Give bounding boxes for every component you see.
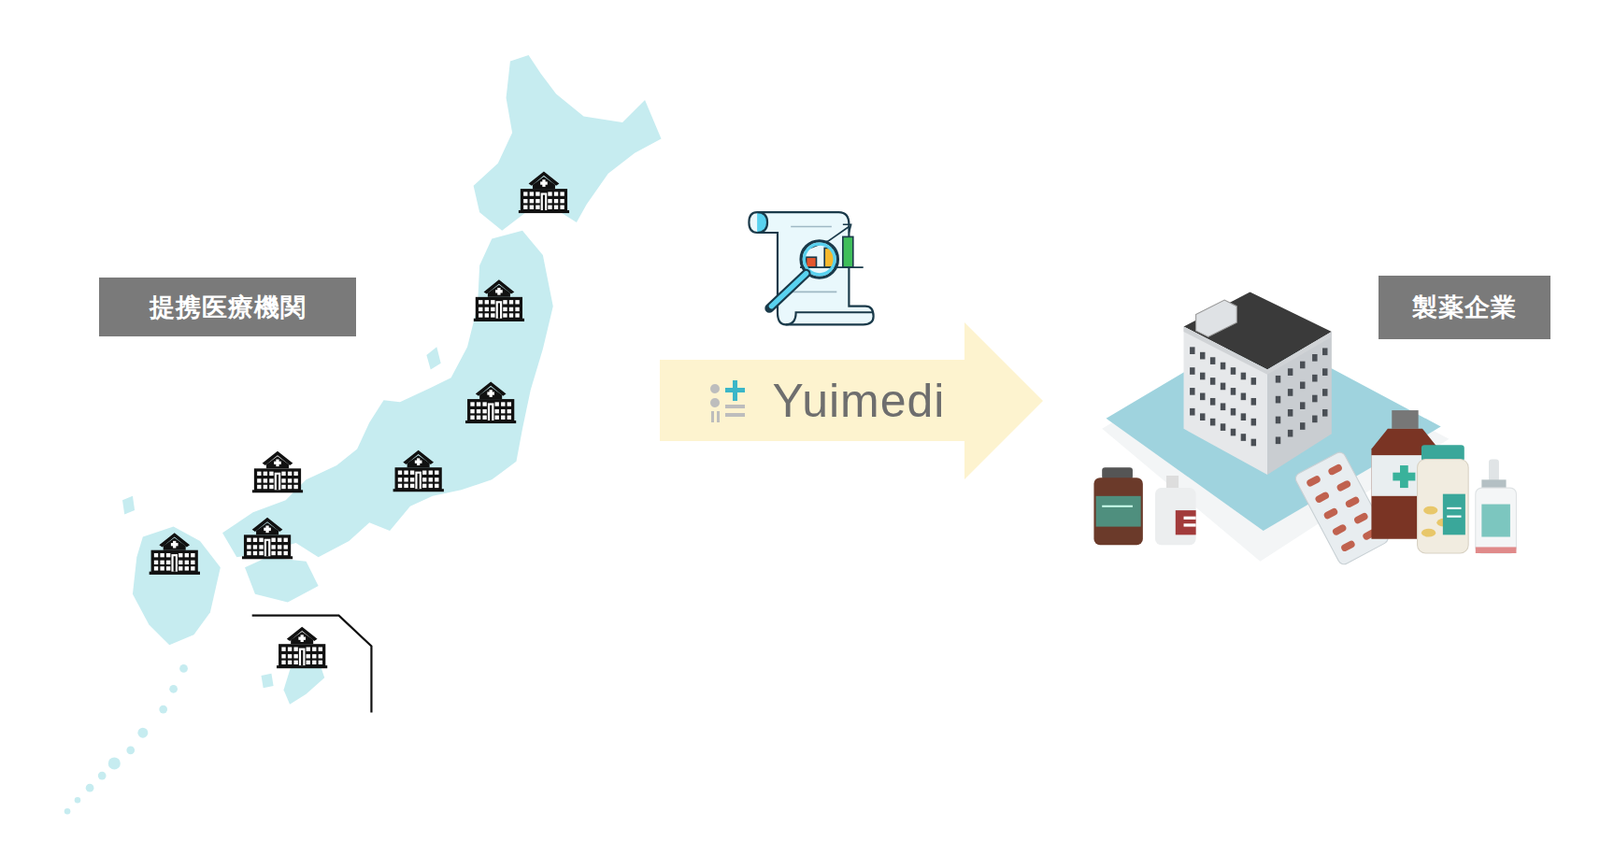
hospital-icons xyxy=(148,171,570,669)
brand-name: Yuimedi xyxy=(772,373,946,429)
yuimedi-arrow: Yuimedi xyxy=(659,322,1043,480)
box-label: 提携医療機関 xyxy=(149,290,307,325)
partner-label-box: 提携医療機関 xyxy=(99,277,357,337)
box-label: 製薬企業 xyxy=(1412,290,1517,325)
analysis-icon xyxy=(748,212,873,325)
inset-frame xyxy=(252,615,372,714)
japan-map xyxy=(64,55,662,815)
yuimedi-logo-mark xyxy=(710,380,745,423)
pharma-label-box: 製薬企業 xyxy=(1378,275,1551,340)
